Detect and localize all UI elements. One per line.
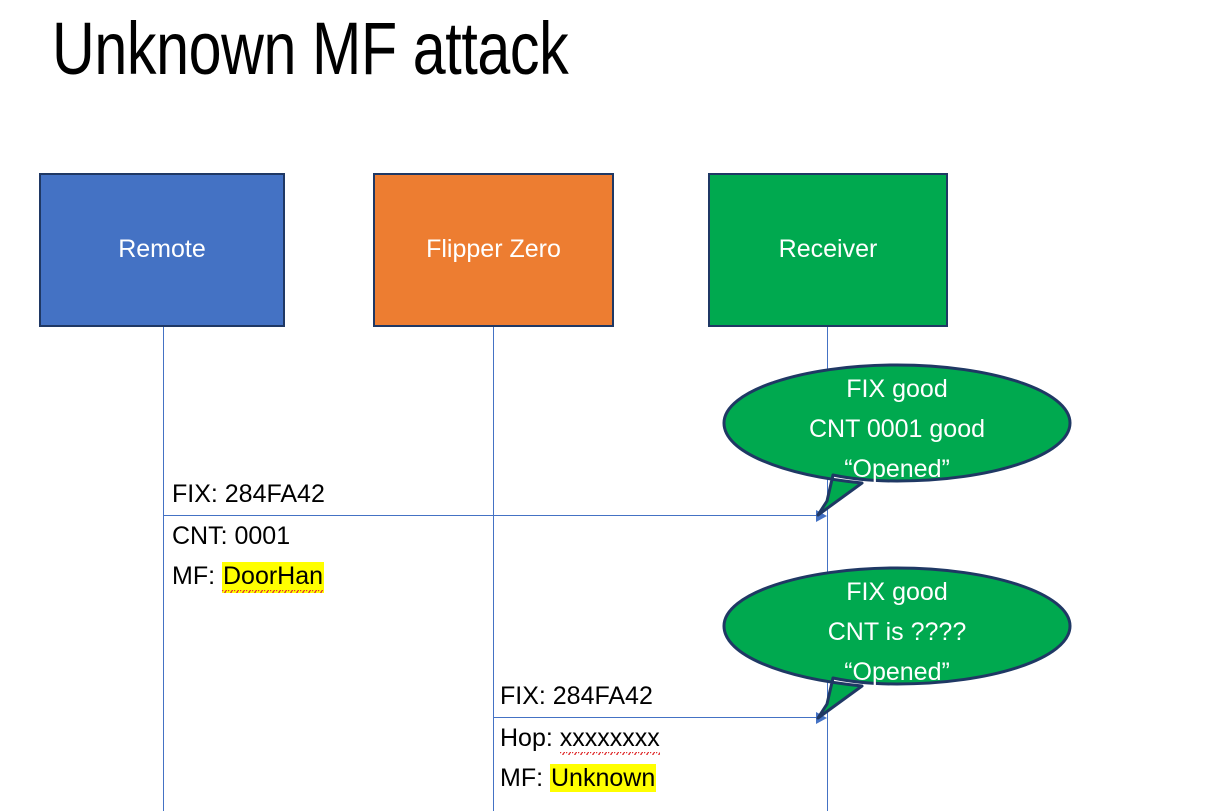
speech-bubble-2-shape xyxy=(722,566,1072,720)
message-label-1-below: CNT: 0001 MF: DoorHan xyxy=(172,516,325,596)
message-1-cnt-line: CNT: 0001 xyxy=(172,516,324,556)
message-2-mf-line: MF: Unknown xyxy=(500,758,660,798)
lifeline-remote xyxy=(163,327,164,811)
actor-label-receiver: Receiver xyxy=(778,235,878,264)
message-2-mf-label: MF: xyxy=(500,764,550,792)
speech-bubble-2[interactable]: FIX good CNT is ???? “Opened” xyxy=(722,566,1072,721)
message-arrow-line-1 xyxy=(163,515,822,516)
message-label-2-above: FIX: 284FA42 xyxy=(500,676,653,716)
lifeline-receiver xyxy=(827,327,828,811)
actor-box-flipper[interactable]: Flipper Zero xyxy=(373,173,614,327)
message-1-mf-line: MF: DoorHan xyxy=(172,556,325,596)
message-label-1-above: FIX: 284FA42 xyxy=(172,474,325,514)
page-title: Unknown MF attack xyxy=(52,7,569,90)
message-label-2-below: Hop: xxxxxxxx MF: Unknown xyxy=(500,718,660,798)
message-1-cnt-value: 0001 xyxy=(234,522,291,550)
actor-label-flipper: Flipper Zero xyxy=(426,235,561,264)
message-1-mf-value: DoorHan xyxy=(222,562,325,593)
actor-box-remote[interactable]: Remote xyxy=(39,173,285,327)
actor-label-remote: Remote xyxy=(118,235,206,264)
message-1-cnt-label: CNT: xyxy=(172,522,235,550)
lifeline-flipper xyxy=(493,327,494,811)
speech-bubble-1-shape xyxy=(722,363,1072,517)
message-2-hop-line: Hop: xxxxxxxx xyxy=(500,718,660,758)
message-2-mf-value: Unknown xyxy=(550,764,657,792)
speech-bubble-1[interactable]: FIX good CNT 0001 good “Opened” xyxy=(722,363,1072,518)
actor-box-receiver[interactable]: Receiver xyxy=(708,173,948,327)
message-arrowhead-2 xyxy=(816,712,827,724)
message-1-mf-label: MF: xyxy=(172,562,222,590)
message-arrowhead-1 xyxy=(816,510,827,522)
message-2-fix-line: FIX: 284FA42 xyxy=(500,682,653,710)
message-2-hop-label: Hop: xyxy=(500,724,560,752)
message-2-hop-value: xxxxxxxx xyxy=(559,724,660,755)
message-1-fix-line: FIX: 284FA42 xyxy=(172,480,325,508)
message-arrow-line-2 xyxy=(493,717,822,718)
